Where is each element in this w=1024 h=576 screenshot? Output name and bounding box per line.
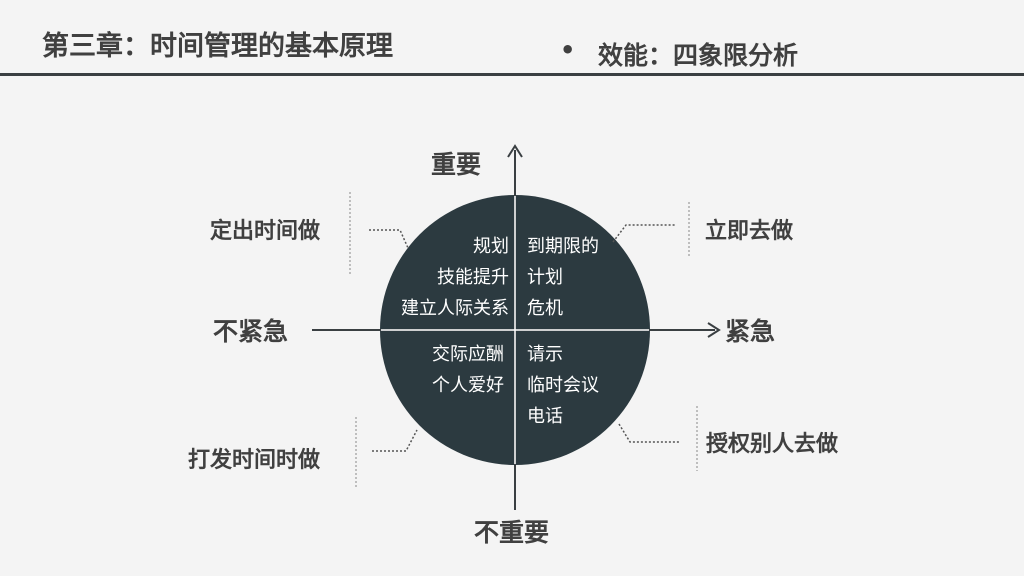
connector-top-right: [612, 224, 675, 243]
slide-title: 第三章：时间管理的基本原理: [42, 31, 393, 62]
bullet-dot: •: [560, 36, 576, 64]
quadrant-item: 个人爱好: [432, 375, 504, 396]
axis-label-not-important: 不重要: [474, 518, 550, 547]
quadrant-not-important-urgent: 请示 临时会议 电话: [527, 339, 599, 432]
quadrant-item: 建立人际关系: [401, 298, 509, 319]
action-label-do-now: 立即去做: [705, 219, 794, 244]
quadrant-item: 电话: [527, 406, 563, 427]
axis-label-not-urgent: 不紧急: [213, 317, 289, 346]
quadrant-not-important-not-urgent: 交际应酬 个人爱好: [432, 339, 504, 401]
connector-top-left: [369, 229, 409, 249]
quadrant-item: 规划: [473, 236, 509, 257]
axis-label-urgent: 紧急: [725, 317, 776, 346]
axis-label-important: 重要: [431, 150, 482, 179]
quadrant-item: 技能提升: [437, 267, 509, 288]
header-rule: [0, 73, 1024, 76]
quadrant-important-not-urgent: 规划 技能提升 建立人际关系: [401, 231, 509, 324]
connector-bottom-left: [372, 429, 418, 452]
quadrant-item: 交际应酬: [432, 344, 504, 365]
action-label-delegate: 授权别人去做: [706, 432, 839, 457]
action-label-spare-time: 打发时间时做: [188, 448, 321, 473]
horizontal-axis-arrowhead: [707, 322, 721, 338]
action-label-schedule: 定出时间做: [210, 219, 321, 244]
quadrant-item: 危机: [527, 298, 563, 319]
quadrant-item: 到期限的: [527, 236, 599, 257]
vertical-axis-arrowhead: [507, 144, 523, 158]
quadrant-item: 临时会议: [527, 375, 599, 396]
slide-subtitle: 效能：四象限分析: [598, 41, 799, 70]
connector-bottom-right: [618, 423, 680, 443]
quadrant-important-urgent: 到期限的 计划 危机: [527, 231, 599, 324]
quadrant-item: 请示: [527, 344, 563, 365]
quadrant-item: 计划: [527, 267, 563, 288]
